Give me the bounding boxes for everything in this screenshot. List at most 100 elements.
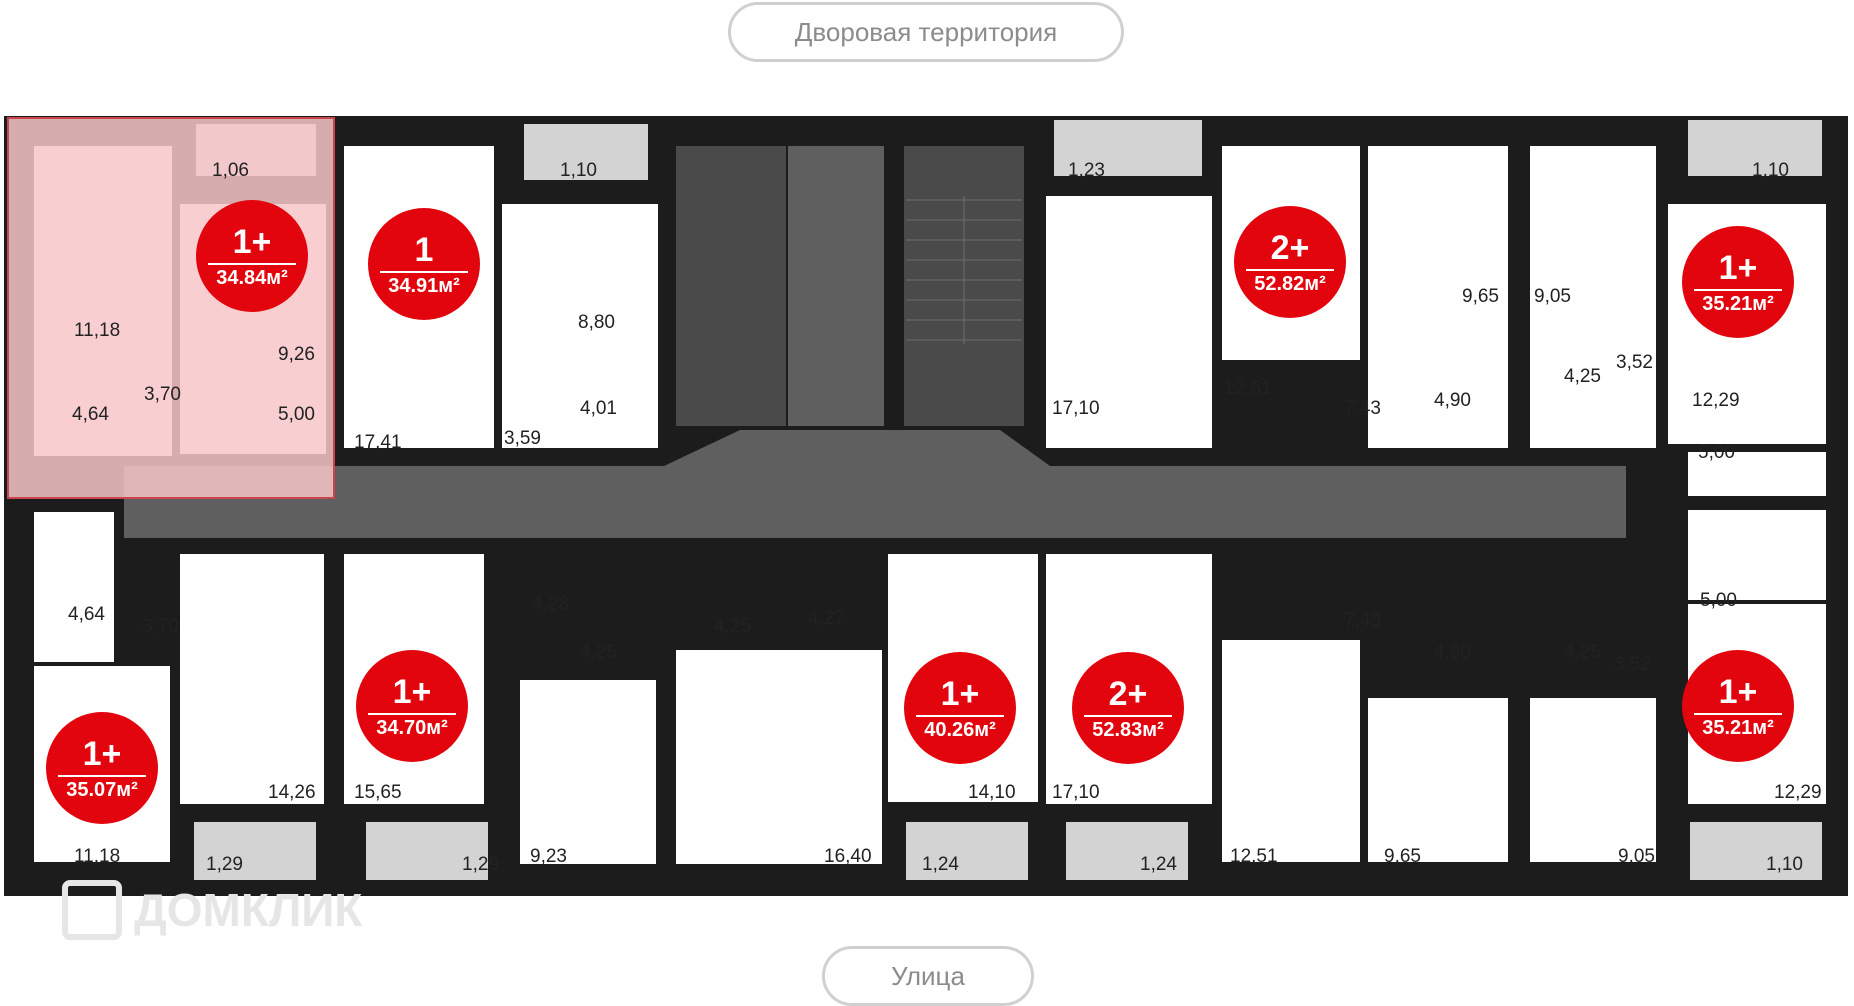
room-area-label: 14,26 <box>268 782 316 803</box>
room-area-label: 7,43 <box>1344 398 1381 419</box>
room-area-label: 17,41 <box>354 432 402 453</box>
badge-divider <box>916 714 1004 717</box>
room-area-label: 3,52 <box>1616 352 1653 373</box>
room-area-label: 9,65 <box>1384 846 1421 867</box>
courtyard-label-text: Дворовая территория <box>794 16 1058 47</box>
room-area-label: 1,24 <box>922 854 959 875</box>
room-area-label: 4,25 <box>580 642 617 663</box>
room-area-label: 5,00 <box>1698 442 1735 463</box>
badge-rooms: 1+ <box>940 674 980 713</box>
room-area-label: 8,80 <box>578 312 615 333</box>
room-area-label: 4,25 <box>1564 642 1601 663</box>
room-area-label: 1,29 <box>462 854 499 875</box>
stair-steps <box>906 196 1022 344</box>
room-area-label: 5,00 <box>278 404 315 425</box>
room-area-label: 4,25 <box>714 616 751 637</box>
room-area-label: 9,26 <box>278 344 315 365</box>
room-area-label: 1,24 <box>1140 854 1177 875</box>
corridor-hall <box>664 430 1050 466</box>
watermark: ДОМКЛИК <box>62 880 362 940</box>
badge-rooms: 1+ <box>392 672 432 711</box>
room-area-label: 1,23 <box>1068 160 1105 181</box>
room-area-label: 4,25 <box>1564 366 1601 387</box>
badge-area: 34.91м² <box>388 274 460 297</box>
apartment-badge-circle: 2+ 52.83м² <box>1072 652 1184 764</box>
room-area-label: 7,43 <box>1344 610 1381 631</box>
south-rooms <box>34 510 1826 864</box>
room-area-label: 1,06 <box>212 160 249 181</box>
courtyard-label: Дворовая территория <box>728 2 1124 62</box>
room-area-label: 4,27 <box>808 608 845 629</box>
room-area-label: 9,05 <box>1618 846 1655 867</box>
room-area-label: 3,70 <box>144 384 181 405</box>
room-area-label: 4,90 <box>1434 390 1471 411</box>
room-area-label: 4,90 <box>1434 642 1471 663</box>
badge-area: 34.84м² <box>216 266 288 289</box>
badge-rooms: 2+ <box>1270 228 1310 267</box>
stair-hall <box>788 146 884 426</box>
room-area-label: 12,29 <box>1692 390 1740 411</box>
badge-area: 35.07м² <box>66 778 138 801</box>
apartment-badge[interactable]: 1+ 35.07м² <box>46 712 158 824</box>
apartment-badge-circle: 1+ 35.21м² <box>1682 650 1794 762</box>
apartment-badge[interactable]: 2+ 52.82м² <box>1234 206 1346 318</box>
room-area-label: 17,10 <box>1052 398 1100 419</box>
room-area-label: 4,64 <box>68 604 105 625</box>
room-area-label: 3,59 <box>504 428 541 449</box>
room-area-label: 1,29 <box>206 854 243 875</box>
apartment-badge-circle: 1+ 34.84м² <box>196 200 308 312</box>
room-area-label: 14,10 <box>968 782 1016 803</box>
apartment-badge-circle: 1+ 35.07м² <box>46 712 158 824</box>
badge-rooms: 1 <box>414 230 434 269</box>
room-area-label: 9,05 <box>1534 286 1571 307</box>
street-label: Улица <box>822 946 1034 1006</box>
room-area-label: 12,29 <box>1774 782 1822 803</box>
badge-area: 40.26м² <box>924 718 996 741</box>
apartment-badge[interactable]: 1+ 40.26м² <box>904 652 1016 764</box>
selected-apartment <box>7 117 335 499</box>
room-area-label: 9,65 <box>1462 286 1499 307</box>
badge-divider <box>208 262 296 265</box>
apartment-badge[interactable]: 1+ 35.21м² <box>1682 226 1794 338</box>
lift-block <box>676 146 786 426</box>
apartment-badge[interactable]: 2+ 52.83м² <box>1072 652 1184 764</box>
street-label-text: Улица <box>891 960 965 991</box>
apartment-badge[interactable]: 1+ 35.21м² <box>1682 650 1794 762</box>
apartment-badge-circle: 2+ 52.82м² <box>1234 206 1346 318</box>
badge-area: 34.70м² <box>376 716 448 739</box>
room-area-label: 4,28 <box>532 594 569 615</box>
badge-rooms: 1+ <box>232 222 272 261</box>
room-area-label: 11,18 <box>74 320 121 341</box>
room-area-label: 17,10 <box>1052 782 1100 803</box>
corridor <box>124 466 1626 538</box>
badge-area: 52.83м² <box>1092 718 1164 741</box>
watermark-logo-icon <box>62 880 122 940</box>
badge-rooms: 2+ <box>1108 674 1148 713</box>
watermark-text: ДОМКЛИК <box>134 884 363 936</box>
badge-divider <box>58 774 146 777</box>
badge-divider <box>368 712 456 715</box>
apartment-badge[interactable]: 1+ 34.84м² <box>196 200 308 312</box>
room-area-label: 9,23 <box>530 846 567 867</box>
badge-rooms: 1+ <box>82 734 122 773</box>
badge-divider <box>380 270 468 273</box>
badge-area: 52.82м² <box>1254 272 1326 295</box>
apartment-badge[interactable]: 1+ 34.70м² <box>356 650 468 762</box>
apartment-badge[interactable]: 1 34.91м² <box>368 208 480 320</box>
badge-divider <box>1694 712 1782 715</box>
badge-rooms: 1+ <box>1718 248 1758 287</box>
apartment-badge-circle: 1+ 34.70м² <box>356 650 468 762</box>
badge-area: 35.21м² <box>1702 292 1774 315</box>
badge-rooms: 1+ <box>1718 672 1758 711</box>
room-area-label: 3,70 <box>142 616 179 637</box>
room-area-label: 12,51 <box>1230 846 1278 867</box>
apartment-badge-circle: 1+ 35.21м² <box>1682 226 1794 338</box>
badge-divider <box>1246 268 1334 271</box>
apartment-badge-circle: 1+ 40.26м² <box>904 652 1016 764</box>
room-area-label: 1,10 <box>1752 160 1789 181</box>
badge-divider <box>1084 714 1172 717</box>
room-area-label: 3,52 <box>1614 654 1651 675</box>
apartment-badge-circle: 1 34.91м² <box>368 208 480 320</box>
room-area-label: 5,00 <box>1700 590 1737 611</box>
